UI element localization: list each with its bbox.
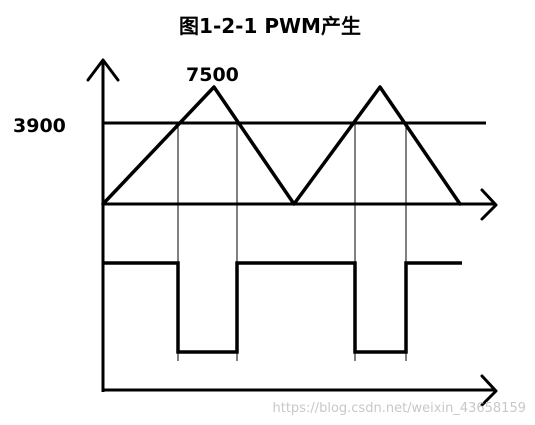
top-x-axis-arrowhead — [480, 188, 498, 221]
diagram-title: 图1-2-1 PWM产生 — [179, 14, 361, 38]
threshold-label: 3900 — [13, 115, 66, 137]
pwm-output-wave — [103, 261, 462, 354]
bottom-x-axis-arrowhead — [480, 374, 498, 407]
peak-label: 7500 — [186, 64, 239, 86]
intersection-guides — [177, 123, 407, 361]
triangle-carrier-wave — [101, 85, 462, 206]
y-axis-arrowhead — [86, 58, 120, 82]
watermark: https://blog.csdn.net/weixin_43658159 — [272, 401, 526, 416]
